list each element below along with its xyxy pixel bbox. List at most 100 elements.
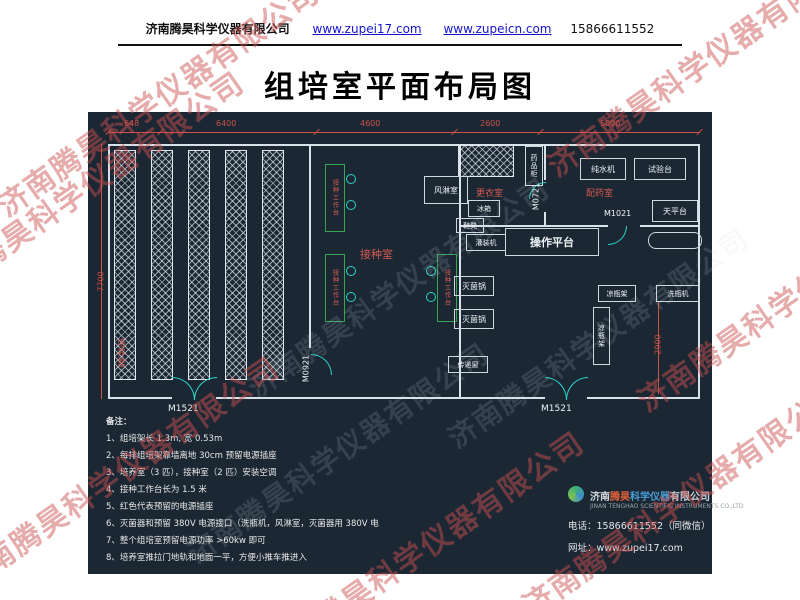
brand-part: 济南 [590,492,610,503]
brand-part: 腾昊 [610,492,630,503]
page-title: 组培室平面布局图 [264,70,536,105]
dim-2900: 2900 [653,334,663,355]
inoculation-workbench: 接种工作台 [325,164,345,232]
pure-water-machine: 纯水机 [580,158,626,180]
door-label-m1521-right: M1521 [541,404,572,414]
shoe-bench: 鞋凳 [456,218,484,233]
wall-bottom [216,397,545,399]
dimension-line-top [108,132,700,133]
operation-platform: 操作平台 [505,228,599,256]
note-item: 4、接种工作台长为 1.5 米 [106,485,207,495]
header-phone: 15866611552 [570,22,655,36]
cooling-rack: 凉瓶架 [598,285,636,302]
note-item: 3、培养室（3 匹），接种室（2 匹）安装空调 [106,468,277,478]
wall-inoculation-right [459,144,461,399]
wall-right [698,144,700,399]
wall-horizontal [460,225,608,227]
door-label-m1521-left: M1521 [168,404,199,414]
stool [346,200,356,210]
test-bench: 试验台 [634,158,686,180]
door-arc [311,354,332,375]
note-item: 1、组培架长 1.3m, 宽 0.53m [106,434,223,444]
header-link-zupei17[interactable]: www.zupei17.com [312,22,422,36]
dim-2600: 2600 [480,119,501,128]
door-arc [566,377,588,400]
cooling-rack-vertical: 凉瓶架 [593,307,610,365]
wall-changing-pharmacy [544,144,546,180]
note-item: 5、红色代表预留的电源插座 [106,502,214,512]
hatched-area [458,145,514,177]
door-arc [545,377,567,400]
watermark-text: 济南腾昊科学仪器有限公司 [241,171,556,405]
wall-bottom [108,397,172,399]
door-label-m1021: M1021 [604,209,632,218]
dim-7700: 7700 [96,271,106,292]
room-label-inoculation: 接种室 [360,248,393,261]
note-item: 8、培养室推拉门地轨和地面一平，方便小推车推进入 [106,553,307,563]
room-air-shower: 风淋室 [424,176,468,204]
sink-bench [648,232,702,249]
footer-website: 网址：www.zupei17.com [568,540,683,554]
pass-window: 传递窗 [448,356,488,373]
workbench-label: 接种工作台 [443,269,451,307]
footer-phone-label: 电话： [568,521,597,532]
dim-6400: 6400 [216,119,237,128]
page-header: 济南腾昊科学仪器有限公司 www.zupei17.com www.zupeicn… [0,20,800,37]
note-item: 6、灭菌器和预留 380V 电源接口（洗瓶机，风淋室，灭菌器用 380V 电 [106,519,379,529]
notes-title: 备注： [106,417,132,427]
door-label-m0921: M0921 [301,354,311,383]
sterilizer: 灭菌锅 [454,276,494,296]
culture-rack [151,150,173,380]
wall-culture-inoculation [309,144,311,348]
wall-bottom [587,397,700,399]
filling-machine: 灌装机 [466,234,506,251]
header-link-zupeicn[interactable]: www.zupeicn.com [443,22,552,36]
dimension-line-left [101,144,102,399]
wall-top [108,144,700,146]
wall-horizontal [640,225,700,227]
dim-4600: 4600 [360,119,381,128]
inoculation-workbench: 接种工作台 [437,254,457,322]
door-arc [194,377,217,400]
stool [426,266,436,276]
footer-web-url: www.zupei17.com [596,543,683,554]
stool [346,266,356,276]
room-label-pharmacy: 配药室 [586,189,614,199]
footer-phone-number: 15866611552（同微信） [596,521,711,532]
room-label-culture: 培养室 [115,338,125,368]
inoculation-workbench: 接种工作台 [325,254,345,322]
header-company-name: 济南腾昊科学仪器有限公司 [145,22,290,36]
workbench-label: 接种工作台 [331,269,339,307]
wall-changing-pharmacy [544,212,546,226]
balance-platform: 天平台 [652,200,698,222]
culture-rack [262,150,284,380]
dim-5000: 5000 [600,119,621,128]
header-divider [118,44,682,46]
culture-rack [225,150,247,380]
dimension-line-right [658,302,659,394]
brand-part: 有限公司 [670,492,710,503]
floorplan-canvas: 648 6400 4600 2600 5000 7700 2900 培养室 [88,112,756,574]
door-label-m0721: M0721 [531,182,541,211]
footer-company-name-en: JINAN TENGHAO SCIENTIFIC INSTRUMENTS CO.… [590,503,744,510]
sterilizer: 灭菌锅 [454,309,494,329]
brand-part: 科学仪器 [630,492,670,503]
stool [426,292,436,302]
note-item: 2、每排组培架靠墙离地 30cm 预留电源插座 [106,451,277,461]
stool [346,292,356,302]
wall-left [108,144,110,399]
note-item: 7、整个组培室预留电源功率 >60kw 即可 [106,536,266,546]
culture-rack [114,150,136,380]
door-arc [608,226,627,245]
footer-company-name: 济南腾昊科学仪器有限公司 [590,488,710,503]
footer-web-label: 网址： [568,543,597,554]
bottle-washer: 洗瓶机 [656,285,700,302]
dim-648: 648 [124,119,140,128]
workbench-label: 接种工作台 [331,179,339,217]
culture-rack [188,150,210,380]
fridge: 冰箱 [468,200,500,217]
door-arc [172,377,195,400]
footer-phone: 电话：15866611552（同微信） [568,518,711,532]
room-label-changing: 更衣室 [476,189,504,199]
company-logo [568,486,584,502]
